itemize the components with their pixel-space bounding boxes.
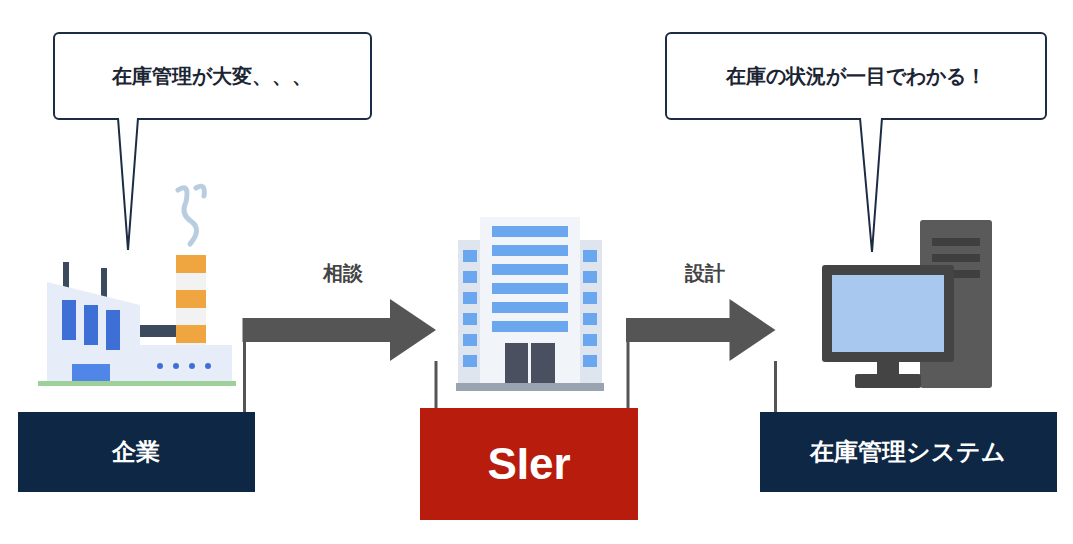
computer-icon [822, 220, 992, 388]
bubble-tail [860, 118, 882, 252]
edge-label: 相談 [323, 260, 363, 287]
label-box: 在庫管理システム [760, 412, 1057, 492]
speech-bubble: 在庫の状況が一目でわかる！ [665, 32, 1047, 120]
speech-bubble: 在庫管理が大変、、、 [53, 32, 372, 120]
label-box: SIer [420, 408, 638, 520]
bubble-tail [118, 118, 138, 250]
factory-icon [38, 186, 236, 386]
building-icon [456, 217, 604, 391]
edge-label: 設計 [685, 260, 725, 287]
block-arrow [626, 299, 776, 412]
node-text: 企業 [112, 436, 160, 468]
node-text: 在庫の状況が一目でわかる！ [726, 63, 986, 90]
node-text: SIer [487, 439, 570, 489]
block-arrow [243, 299, 437, 412]
node-text: 在庫管理システム [810, 436, 1006, 468]
node-text: 在庫管理が大変、、、 [112, 63, 312, 90]
label-box: 企業 [18, 412, 255, 492]
